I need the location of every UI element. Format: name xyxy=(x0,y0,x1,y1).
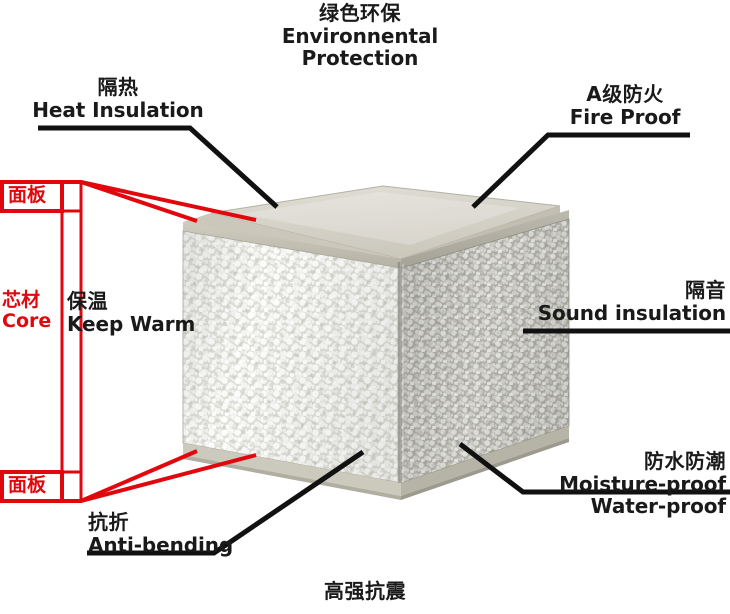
callout-moisture-proof-en2: Water-proof xyxy=(590,494,727,519)
callout-keep-warm-en: Keep Warm xyxy=(67,311,196,336)
pointer-top-skin xyxy=(80,180,257,222)
callout-heat-insulation-cn: 隔热 xyxy=(97,75,139,99)
pointer-bottom-skin xyxy=(80,453,257,503)
callout-sound-insulation-en: Sound insulation xyxy=(537,300,726,325)
callout-anti-bending-en: Anti-bending xyxy=(88,532,234,557)
callout-seismic-resistance: 高强抗震 xyxy=(265,580,465,603)
callout-environmental-protection-en2: Protection xyxy=(301,46,419,71)
callout-sound-insulation-cn: 隔音 xyxy=(685,278,726,302)
core-left-face xyxy=(183,231,401,483)
callout-moisture-proof-cn: 防水防潮 xyxy=(644,449,726,473)
skin-strip-top-left xyxy=(183,222,401,268)
layer-label-core: 芯材 Core xyxy=(2,290,51,332)
bracket-block-pointers xyxy=(80,180,257,503)
leader-fire-proof xyxy=(471,132,690,209)
layer-label-face-bottom: 面板 xyxy=(8,474,47,496)
callout-moisture-proof: 防水防潮 Moisture-proof Water-proof xyxy=(466,450,726,518)
skin-strip-top-right xyxy=(401,210,569,268)
callout-fire-proof-en: Fire Proof xyxy=(569,104,681,129)
callout-fire-proof: A级防火 Fire Proof xyxy=(545,83,705,128)
callout-environmental-protection-en1: Environnental xyxy=(281,23,439,48)
callout-seismic-resistance-cn: 高强抗震 xyxy=(324,579,406,603)
callout-heat-insulation-en: Heat Insulation xyxy=(32,97,204,122)
callout-moisture-proof-en1: Moisture-proof xyxy=(559,471,726,496)
callout-heat-insulation: 隔热 Heat Insulation xyxy=(18,76,218,121)
callout-anti-bending: 抗折 Anti-bending xyxy=(88,511,268,556)
layer-label-face-top: 面板 xyxy=(8,184,47,206)
callout-keep-warm: 保温 Keep Warm xyxy=(67,290,197,335)
callout-environmental-protection-cn: 绿色环保 xyxy=(319,1,401,25)
panel-block xyxy=(182,185,570,500)
leader-lines-black xyxy=(38,125,730,556)
callout-keep-warm-cn: 保温 xyxy=(67,289,108,313)
layer-label-core-cn: 芯材 xyxy=(2,289,41,311)
leader-anti-bending xyxy=(87,449,365,556)
callout-sound-insulation: 隔音 Sound insulation xyxy=(470,279,726,324)
layer-label-core-en: Core xyxy=(2,309,52,332)
callout-fire-proof-cn: A级防火 xyxy=(586,82,664,106)
callout-environmental-protection: 绿色环保 Environnental Protection xyxy=(240,2,480,70)
callout-anti-bending-cn: 抗折 xyxy=(88,510,129,534)
leader-heat-insulation xyxy=(38,125,279,209)
leader-moisture-proof xyxy=(458,442,730,495)
